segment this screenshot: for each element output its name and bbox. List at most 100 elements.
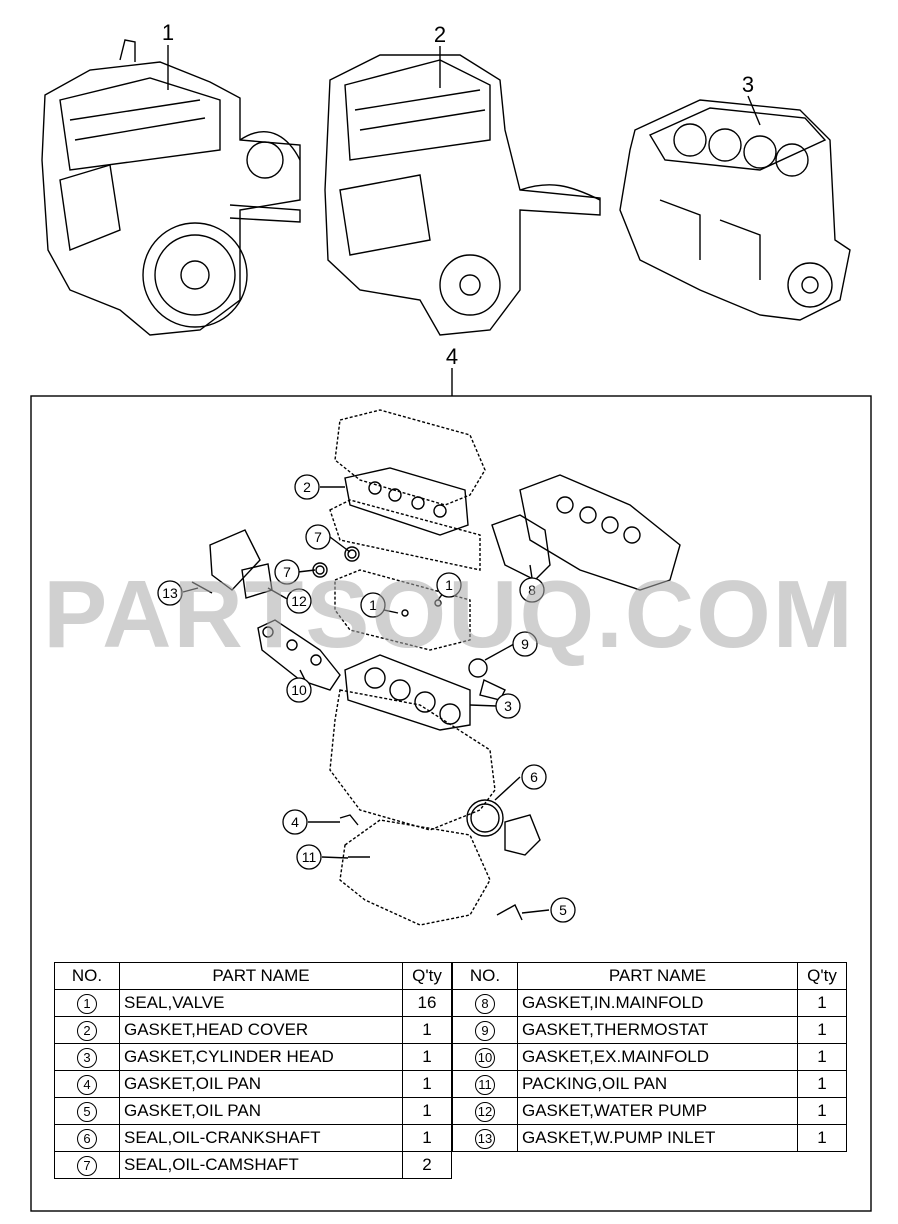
callout-circle: [512, 631, 538, 657]
part-number-cell: 13: [452, 1124, 518, 1152]
part-name: SEAL,OIL-CRANKSHAFT: [119, 1124, 403, 1152]
callout-circle: [296, 844, 322, 870]
part-qty: 1: [797, 1070, 847, 1098]
callout-circle: [436, 572, 462, 598]
callout-circle: [294, 474, 320, 500]
part-qty: 1: [797, 1124, 847, 1152]
callout-number: 1: [445, 577, 453, 593]
part-qty: 2: [402, 1151, 452, 1179]
part-name: GASKET,OIL PAN: [119, 1070, 403, 1098]
part-number-cell: 10: [452, 1043, 518, 1071]
gasket-kit-frame: [30, 395, 872, 1212]
part-number: 8: [475, 993, 495, 1014]
header-no: NO.: [54, 962, 120, 990]
callout-number: 4: [291, 814, 299, 830]
part-number-cell: 11: [452, 1070, 518, 1098]
part-number: 2: [77, 1020, 97, 1041]
callout-circle: [360, 592, 386, 618]
callout-number: 7: [314, 529, 322, 545]
part-number: 9: [475, 1020, 495, 1041]
part-number: 11: [475, 1074, 495, 1095]
callout-circle: [305, 524, 331, 550]
part-number-cell: 2: [54, 1016, 120, 1044]
part-number-cell: 5: [54, 1097, 120, 1125]
part-number-cell: 12: [452, 1097, 518, 1125]
callout-number: 3: [504, 698, 512, 714]
header-part-name: PART NAME: [517, 962, 798, 990]
callout-number: 6: [530, 769, 538, 785]
engine-assembly-1-drawing: [41, 39, 301, 336]
part-number-cell: 6: [54, 1124, 120, 1152]
part-number-cell: 1: [54, 989, 120, 1017]
callout-circle: [286, 588, 312, 614]
callout-circle: [157, 580, 183, 606]
callout-circle: [282, 809, 308, 835]
callout-circle: [274, 559, 300, 585]
header-no: NO.: [452, 962, 518, 990]
gasket-kit-drawing: [191, 409, 681, 926]
callout-number: 12: [291, 593, 307, 609]
assembly-label-4: 4: [446, 344, 458, 369]
part-number-cell: 4: [54, 1070, 120, 1098]
callout-circle: [550, 897, 576, 923]
callout-circle: [519, 577, 545, 603]
part-number: 10: [475, 1047, 495, 1068]
callout-circle: [495, 693, 521, 719]
part-qty: 16: [402, 989, 452, 1017]
header-part-name: PART NAME: [119, 962, 403, 990]
part-number: 7: [77, 1155, 97, 1176]
part-name: GASKET,THERMOSTAT: [517, 1016, 798, 1044]
callout-number: 9: [521, 636, 529, 652]
part-number-cell: 9: [452, 1016, 518, 1044]
part-number: 12: [475, 1101, 495, 1122]
callout-number: 11: [302, 849, 317, 865]
part-qty: 1: [402, 1043, 452, 1071]
part-number: 3: [77, 1047, 97, 1068]
callout-number: 8: [528, 582, 536, 598]
part-name: PACKING,OIL PAN: [517, 1070, 798, 1098]
assembly-label-3: 3: [742, 72, 754, 97]
header-qty: Q'ty: [402, 962, 452, 990]
part-name: GASKET,WATER PUMP: [517, 1097, 798, 1125]
callout-number: 5: [559, 902, 567, 918]
engine-assembly-2-drawing: [324, 54, 601, 336]
part-number-cell: 8: [452, 989, 518, 1017]
part-name: GASKET,OIL PAN: [119, 1097, 403, 1125]
part-qty: 1: [797, 1043, 847, 1071]
leader-line-3: [747, 95, 761, 126]
callout-circle: [521, 764, 547, 790]
callout-number: 10: [291, 682, 307, 698]
part-number: 4: [77, 1074, 97, 1095]
part-number: 6: [77, 1128, 97, 1149]
part-name: GASKET,HEAD COVER: [119, 1016, 403, 1044]
part-qty: 1: [797, 1097, 847, 1125]
part-qty: 1: [797, 989, 847, 1017]
part-name: SEAL,VALVE: [119, 989, 403, 1017]
callout-number: 1: [369, 597, 377, 613]
callout-circle: [286, 677, 312, 703]
part-name: GASKET,W.PUMP INLET: [517, 1124, 798, 1152]
part-name: GASKET,CYLINDER HEAD: [119, 1043, 403, 1071]
part-qty: 1: [402, 1016, 452, 1044]
part-number: 5: [77, 1101, 97, 1122]
part-number: 1: [77, 993, 97, 1014]
part-qty: 1: [797, 1016, 847, 1044]
callout-number: 7: [283, 564, 291, 580]
part-qty: 1: [402, 1097, 452, 1125]
part-name: GASKET,EX.MAINFOLD: [517, 1043, 798, 1071]
